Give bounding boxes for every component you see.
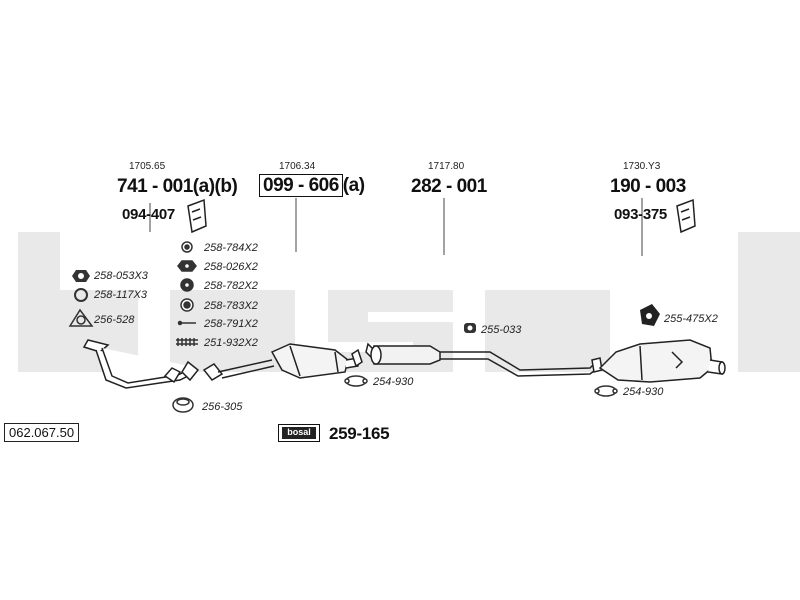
bracket-icon-right — [676, 198, 696, 234]
part-label-258-782x2: 258-782X2 — [204, 280, 258, 292]
kit-ref: 259-165 — [329, 424, 390, 443]
catalog-number: 062.067.50 — [4, 423, 80, 442]
part-label-258-026x2: 258-026X2 — [204, 261, 258, 273]
section-2-suffix: (a) — [342, 175, 365, 196]
middle-hardware-icons — [176, 241, 198, 346]
part-label-258-783x2: 258-783X2 — [204, 300, 258, 312]
part-label-251-932x2: 251-932X2 — [204, 337, 258, 349]
part-label-258-117x3: 258-117X3 — [94, 289, 148, 301]
bosal-plate-text: bosal — [282, 427, 316, 439]
part-label-258-791x2: 258-791X2 — [204, 318, 258, 330]
part-label-256-528: 256-528 — [94, 314, 135, 326]
part-label-258-784x2: 258-784X2 — [204, 242, 258, 254]
leader-lines — [149, 198, 643, 256]
section-2-ref: 1706.34 — [279, 161, 316, 172]
section-1-main: 741 - 001 — [117, 176, 193, 197]
nut-icon — [72, 270, 90, 282]
section-4-ref: 1730.Y3 — [623, 161, 661, 172]
front-pipe-drawing — [82, 339, 200, 389]
section-1-sub: 094-407 — [122, 206, 175, 223]
section-3-main: 282 - 001 — [411, 176, 487, 197]
hanger-icon — [464, 323, 476, 333]
catalytic-converter-drawing — [202, 343, 363, 381]
washer-icon — [74, 288, 88, 302]
gasket-icon — [68, 308, 94, 327]
clamp-icon-right — [594, 385, 618, 397]
section-1-part: 741 - 001(a)(b) — [117, 176, 238, 198]
bosal-plate-icon: bosal — [278, 424, 320, 442]
section-1-suffix: (a)(b) — [192, 176, 238, 197]
bosal-watermark — [18, 232, 800, 372]
part-label-258-053x3: 258-053X3 — [94, 270, 148, 282]
bracket-icon-left — [187, 198, 207, 234]
part-label-256-305: 256-305 — [202, 401, 243, 413]
rear-silencer-drawing — [598, 339, 726, 383]
part-label-255-475x2: 255-475X2 — [664, 313, 718, 325]
section-1-ref: 1705.65 — [129, 161, 166, 172]
section-4-sub: 093-375 — [614, 206, 667, 223]
part-label-255-033: 255-033 — [481, 324, 522, 336]
centre-silencer-drawing — [365, 342, 603, 377]
section-2-main: 099 - 606 — [259, 174, 343, 197]
ring-gasket-icon — [172, 397, 194, 413]
clamp-icon-center — [344, 375, 368, 387]
section-3-ref: 1717.80 — [428, 161, 465, 172]
part-label-254-930-right: 254-930 — [623, 386, 664, 398]
rear-mount-icon — [640, 304, 660, 326]
section-4-main: 190 - 003 — [610, 176, 686, 197]
part-label-254-930-center: 254-930 — [373, 376, 414, 388]
section-2-part: 099 - 606(a) — [259, 174, 365, 197]
